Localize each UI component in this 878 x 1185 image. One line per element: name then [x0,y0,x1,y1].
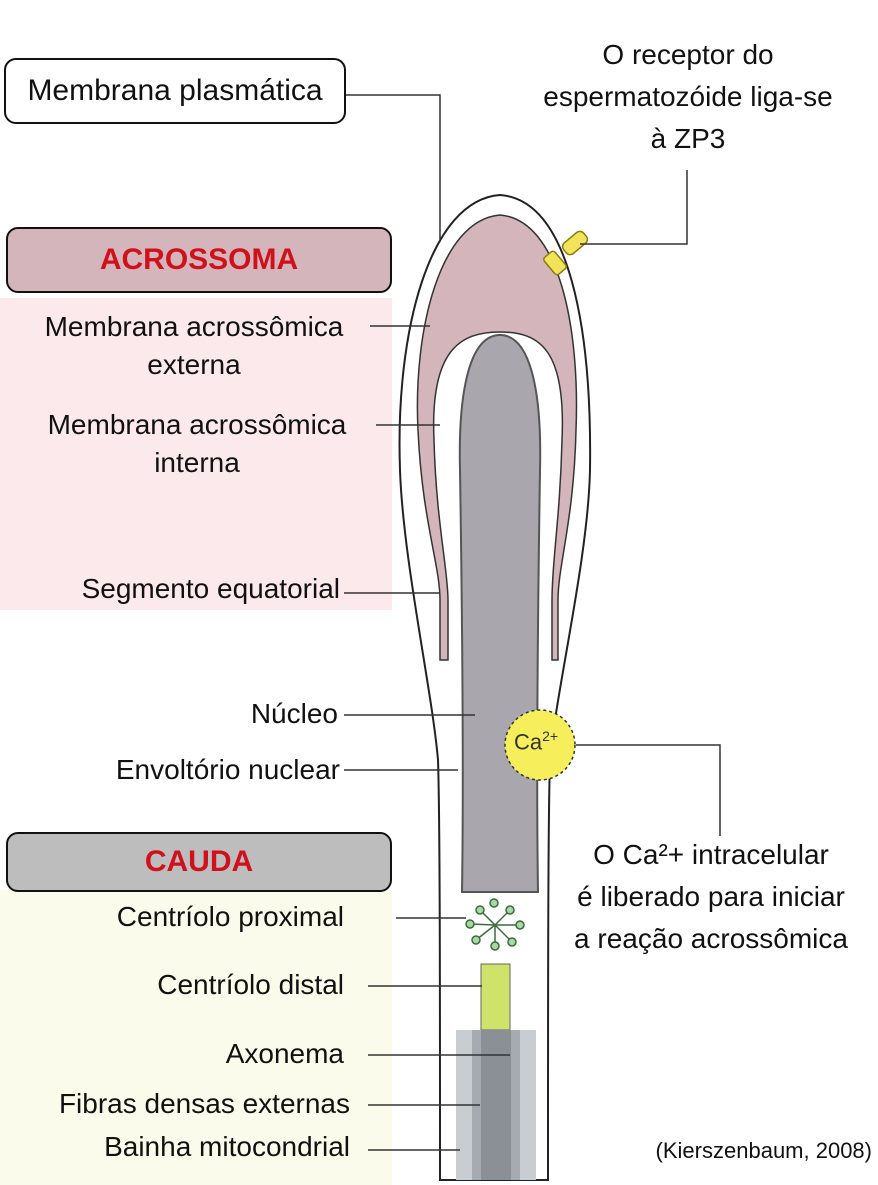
calcium-note-line-1: O Ca²+ intracelular [593,839,829,870]
receptor-note-line-1: O receptor do [602,39,774,70]
calcium-note-line-3: a reação acrossômica [574,923,848,954]
bainha-label: Bainha mitocondrial [104,1131,350,1162]
nucleus-label: Núcleo [250,698,338,729]
receptor-note-line-3: à ZP3 [650,123,726,154]
calcium-circle [504,709,576,781]
proximal-label: Centríolo proximal [116,901,344,932]
cauda-header: CAUDA [6,832,392,892]
inner-membrane-label: Membrana acrossômica interna [6,406,388,482]
axoneme [481,1030,511,1180]
membrane-plasmatica-box: Membrana plasmática [4,58,346,124]
cauda-header-text: CAUDA [144,845,254,878]
receptor-note: O receptor do espermatozóide liga-se à Z… [506,34,870,160]
acrosome [416,214,578,661]
outer-membrane-line-2: externa [147,349,241,380]
leader-lines [344,94,721,1151]
outer-membrane-line-1: Membrana acrossômica [44,311,344,342]
envelope-label: Envoltório nuclear [115,754,340,785]
calcium-note-line-2: é liberado para iniciar [577,881,845,912]
credit: (Kierszenbaum, 2008) [655,1138,872,1163]
inner-membrane-line-2: interna [154,447,240,478]
proximal-centriole [465,898,525,951]
distal-label: Centríolo distal [157,969,344,1000]
inner-membrane-line-1: Membrana acrossômica [47,409,347,440]
calcium-badge-text: Ca [514,729,543,755]
calcium-note: O Ca²+ intracelular é liberado para inic… [544,834,878,960]
acrossoma-header-text: ACROSSOMA [99,243,299,276]
cauda-panel [0,890,392,1185]
calcium-badge: Ca2+ [514,728,558,755]
nucleus [458,333,542,893]
equatorial-label: Segmento equatorial [81,573,340,604]
distal-centriole [480,963,511,1031]
fibras-label: Fibras densas externas [58,1088,350,1119]
acrossoma-header: ACROSSOMA [6,227,392,293]
calcium-badge-sup: 2+ [542,728,559,744]
receptor-note-line-2: espermatozóide liga-se [543,81,833,112]
axonema-label: Axonema [225,1038,344,1069]
receptor-icon [543,230,589,276]
outer-membrane-label: Membrana acrossômica externa [6,308,382,384]
acrossoma-panel [0,298,392,610]
membrane-plasmatica-label: Membrana plasmática [27,74,323,107]
